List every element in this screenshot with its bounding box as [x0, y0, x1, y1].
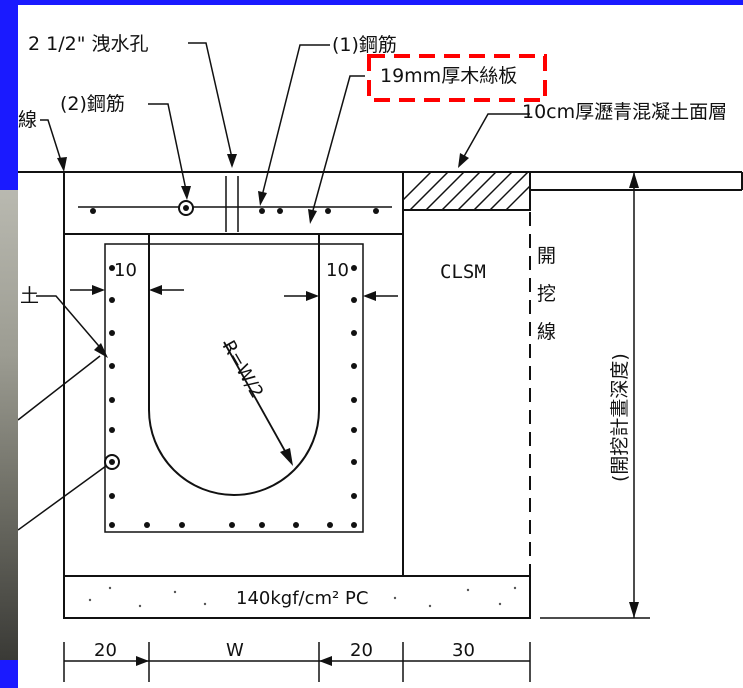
excavation-line-char-2: 挖 — [537, 283, 556, 305]
bottom-dimension-line — [63, 642, 531, 682]
pc-base — [63, 575, 531, 619]
rebar-1-label: (1)鋼筋 — [332, 34, 397, 56]
excavation-depth-label: (開挖計畫深度) — [609, 353, 631, 482]
excavation-line-char-1: 開 — [537, 245, 556, 267]
radius-arrow — [223, 341, 293, 466]
excavation-line-char-3: 線 — [537, 321, 556, 343]
cover-left-label: 10 — [114, 260, 137, 281]
drain-section-drawing: 2 1/2" 洩水孔 (1)鋼筋 (2)鋼筋 19mm厚木絲板 10cm厚瀝青混… — [18, 5, 743, 688]
cover-dimension-arrows — [70, 285, 398, 301]
clsm-label: CLSM — [440, 261, 486, 283]
wall-rebar-dots — [104, 265, 357, 528]
dimension-w: W — [226, 640, 244, 661]
wood-board-label: 19mm厚木絲板 — [380, 65, 517, 87]
dimension-20-left: 20 — [94, 640, 117, 661]
leader-lines — [18, 42, 530, 531]
drain-hole-label: 2 1/2" 洩水孔 — [28, 33, 149, 55]
concrete-base-label: 140kgf/cm² PC — [236, 588, 368, 609]
asphalt-hatch — [402, 171, 531, 211]
left-edge-soil-label: 土 — [20, 285, 39, 307]
slab-rebar-dots — [90, 200, 379, 216]
depth-dimension — [540, 172, 650, 619]
dimension-30: 30 — [452, 640, 475, 661]
cover-right-label: 10 — [326, 260, 349, 281]
u-channel-body — [63, 172, 404, 576]
rebar-2-label: (2)鋼筋 — [60, 93, 125, 115]
dimension-20-right: 20 — [350, 640, 373, 661]
asphalt-layer-label: 10cm厚瀝青混凝土面層 — [522, 101, 727, 123]
left-edge-line-label: 線 — [18, 109, 37, 131]
highlight-box — [367, 54, 547, 102]
